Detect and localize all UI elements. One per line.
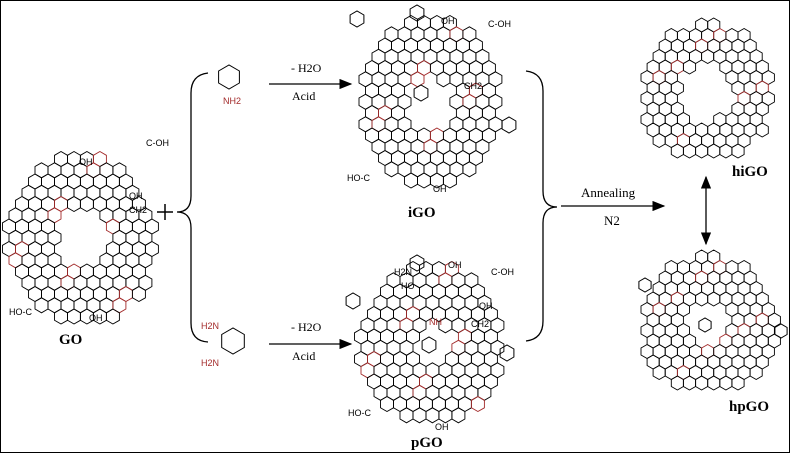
pgo-nh: NH xyxy=(429,317,442,327)
pgo-oh-bottom: OH xyxy=(435,422,449,432)
pgo-phenyl-4 xyxy=(499,344,515,362)
pgo-label: pGO xyxy=(411,435,443,451)
pgo-phenyl-3 xyxy=(421,336,437,354)
igo-ch2: CH2 xyxy=(464,81,483,91)
pgo-hooc: HO-C xyxy=(348,408,371,418)
pgo-oh-top: OH xyxy=(448,260,462,270)
bottom-acid: Acid xyxy=(292,349,316,363)
bottom-minus-water: - H2O xyxy=(291,320,322,334)
pgo-ch2: CH2 xyxy=(471,319,490,329)
pgo-cooh: C-OH xyxy=(491,267,514,277)
igo-framework xyxy=(358,14,503,189)
higo-framework xyxy=(640,17,775,159)
pgo-h2n: H2N xyxy=(394,267,413,277)
pgo-phenyl-2 xyxy=(345,292,361,310)
igo-phenyl-3 xyxy=(413,84,429,102)
aniline-nh2: NH2 xyxy=(223,96,242,106)
pgo-phenyl-1 xyxy=(409,254,425,272)
diamine-ring xyxy=(221,327,245,355)
annealing-gas: N2 xyxy=(604,213,620,228)
right-bracket xyxy=(525,70,558,342)
hpgo-phenyl-3 xyxy=(774,323,788,339)
igo-oh-top: OH xyxy=(441,16,455,26)
go-ch2: CH2 xyxy=(129,205,148,215)
hpgo-framework xyxy=(640,249,781,391)
hpgo-phenyl-2 xyxy=(698,317,712,333)
diamine-h2n-bottom: H2N xyxy=(201,358,220,368)
igo-phenyl-1 xyxy=(349,10,365,28)
igo-cooh: C-OH xyxy=(488,19,511,29)
go-framework xyxy=(2,150,159,325)
igo-oh-bottom: OH xyxy=(433,184,447,194)
left-bracket xyxy=(176,72,209,343)
molecule-frameworks xyxy=(2,4,788,424)
diamine-h2n-top: H2N xyxy=(201,321,220,331)
go-oh-bottom: OH xyxy=(89,313,103,323)
top-acid: Acid xyxy=(292,89,316,103)
pgo-framework xyxy=(354,260,505,424)
go-hooc: HO-C xyxy=(9,307,32,317)
hpgo-label: hpGO xyxy=(729,399,770,415)
igo-label: iGO xyxy=(408,205,436,221)
aniline-ring xyxy=(218,64,240,90)
pgo-oh-mid: OH xyxy=(479,301,493,311)
pgo-ho: HO xyxy=(401,281,415,291)
go-label: GO xyxy=(59,332,83,348)
igo-phenyl-2 xyxy=(409,4,425,22)
top-minus-water: - H2O xyxy=(291,61,322,75)
go-oh-top: OH xyxy=(79,157,93,167)
higo-label: hiGO xyxy=(732,164,768,180)
connectors xyxy=(157,70,712,350)
go-oh-mid: OH xyxy=(129,191,143,201)
hpgo-phenyl-1 xyxy=(638,277,652,293)
igo-hooc: HO-C xyxy=(347,173,370,183)
annealing-label: Annealing xyxy=(581,185,636,200)
igo-phenyl-4 xyxy=(501,116,517,134)
go-cooh: C-OH xyxy=(146,138,169,148)
